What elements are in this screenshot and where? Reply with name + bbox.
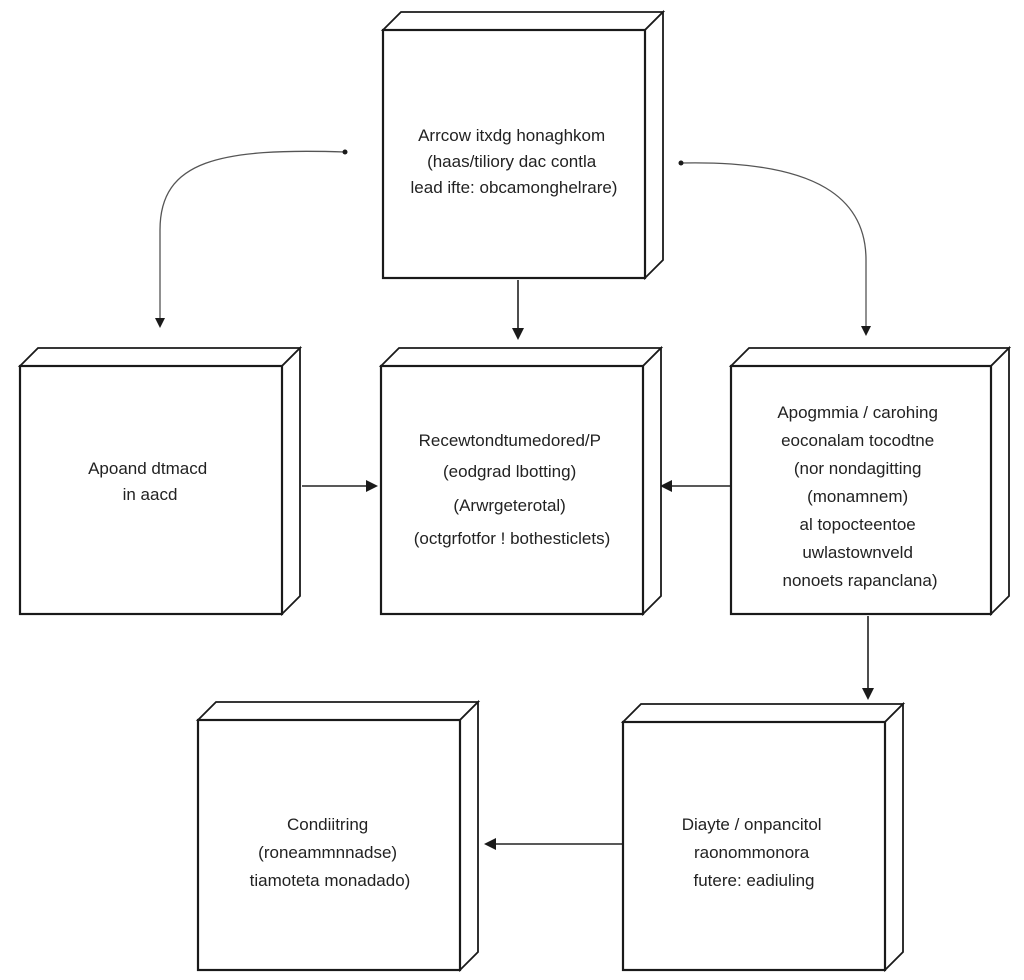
arrow-top-to-left [155,150,346,328]
box-center-line-2: (eodgrad lbotting) [443,462,576,481]
box-center-line-3: (Arwrgeterotal) [453,496,565,515]
box-left-line-1: Apoand dtmacd [88,459,207,478]
box-right-line-7: nonoets rapanclana) [782,571,937,590]
box-bottom-right-line-2: raonommonora [694,843,810,862]
svg-text:Apoand dtmacd in aacd: Apoand dtmacd in aacd [88,459,212,504]
box-top: Arrcow itxdg honaghkom (haas/tiliory dac… [380,9,666,281]
box-center-line-4: (octgrfotfor ! bothesticlets) [414,529,611,548]
connector-dot [678,160,684,166]
svg-text:Apogmmia / carohing eoco: Apogmmia / carohing eoconalam tocodtne (… [777,403,942,590]
box-right-line-2: eoconalam tocodtne [781,431,934,450]
box-bottom-right-line-1: Diayte / onpancitol [682,815,822,834]
svg-text:Condiitring (roneammnnad: Condiitring (roneammnnadse) tiamoteta mo… [250,815,411,890]
box-right-line-5: al topocteentoe [800,515,916,534]
box-right-line-3: (nor nondagitting [794,459,922,478]
box-center-line-1: Recewtondtumedored/P [419,431,601,450]
svg-text:Recewtondtumedored/P (eo: Recewtondtumedored/P (eodgrad lbotting) … [414,431,611,548]
box-top-line-3: lead ifte: obcamonghelrare) [411,178,618,197]
box-left-line-2: in aacd [123,485,178,504]
connector-dot [342,149,348,155]
box-center: Recewtondtumedored/P (eodgrad lbotting) … [378,345,664,617]
box-left: Apoand dtmacd in aacd [17,345,303,617]
svg-text:Diayte / onpancitol raon: Diayte / onpancitol raonommonora futere:… [682,815,827,890]
svg-text:Arrcow itxdg honaghkom (: Arrcow itxdg honaghkom (haas/tiliory dac… [411,126,618,197]
box-right-line-4: (monamnem) [807,487,908,506]
box-bottom-right-line-3: futere: eadiuling [694,871,815,890]
box-bottom-left-line-2: (roneammnnadse) [258,843,397,862]
box-bottom-left-line-3: tiamoteta monadado) [250,871,411,890]
box-bottom-left: Condiitring (roneammnnadse) tiamoteta mo… [195,699,481,973]
arrow-top-to-right [680,162,871,336]
box-top-line-1: Arrcow itxdg honaghkom [418,126,605,145]
box-top-line-2: (haas/tiliory dac contla [427,152,597,171]
connectors [155,149,874,850]
box-right-line-6: uwlastownveld [802,543,913,562]
box-bottom-left-line-1: Condiitring [287,815,368,834]
box-bottom-right: Diayte / onpancitol raonommonora futere:… [620,701,906,973]
box-right-line-1: Apogmmia / carohing [777,403,938,422]
box-right: Apogmmia / carohing eoconalam tocodtne (… [728,345,1012,617]
